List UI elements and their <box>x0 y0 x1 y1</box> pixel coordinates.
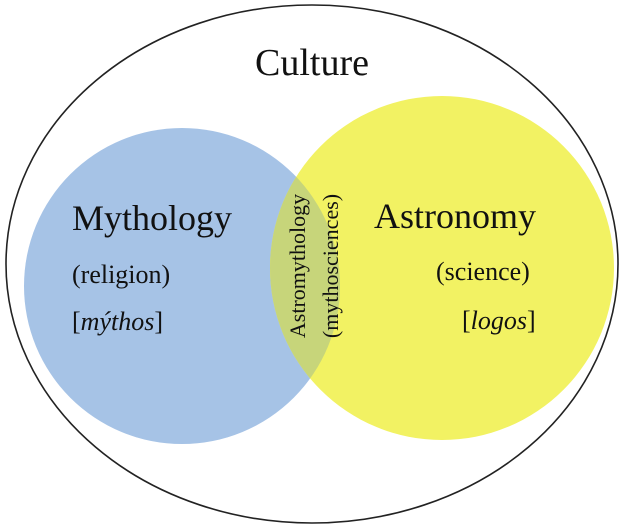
mythology-subtitle: (religion) <box>72 260 170 289</box>
mythology-title: Mythology <box>72 198 232 238</box>
astronomy-term-close: ] <box>527 306 536 335</box>
astronomy-term-open: [ <box>462 306 471 335</box>
mythology-term-close: ] <box>154 307 163 336</box>
mythology-term: [mýthos] <box>72 307 163 336</box>
mythology-term-open: [ <box>72 307 81 336</box>
astronomy-term: [logos] <box>462 306 536 335</box>
overlap-label-line2: (mythosciences) <box>318 194 343 338</box>
mythology-term-word: mýthos <box>81 307 155 336</box>
culture-label: Culture <box>255 42 369 84</box>
astronomy-term-word: logos <box>471 306 527 335</box>
mythology-circle <box>24 128 340 444</box>
astronomy-circle <box>270 96 614 440</box>
astronomy-title: Astronomy <box>374 196 536 236</box>
astronomy-subtitle: (science) <box>436 257 530 286</box>
overlap-label-line1: Astromythology <box>285 194 310 338</box>
